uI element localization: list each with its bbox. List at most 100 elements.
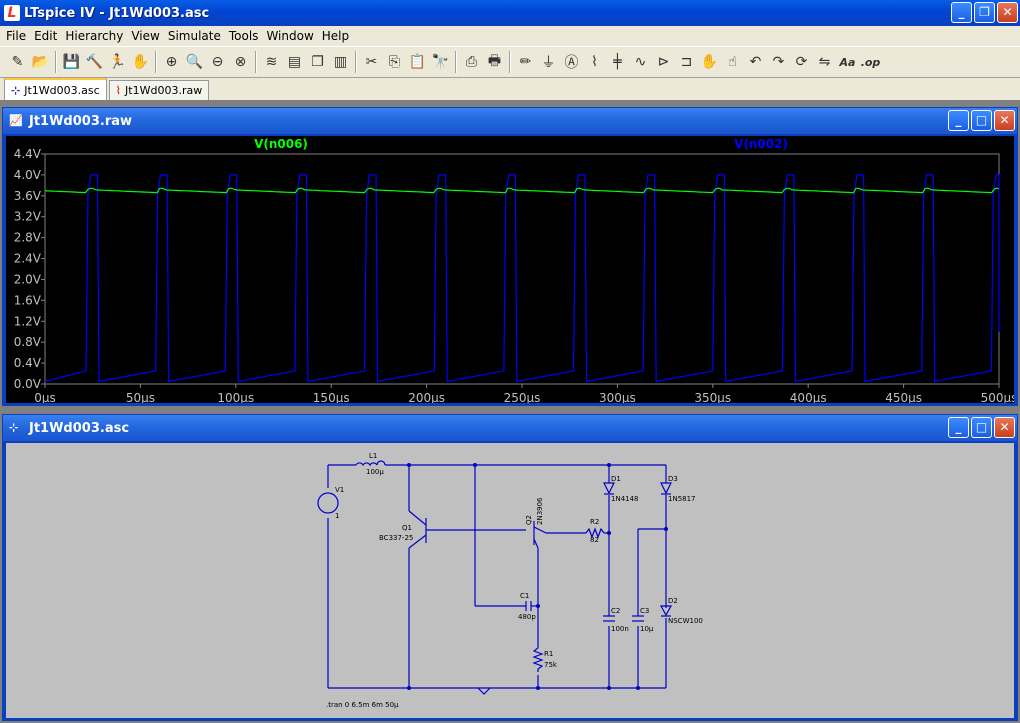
menu-help[interactable]: Help bbox=[321, 29, 350, 43]
component-name: D2 bbox=[668, 597, 678, 605]
ground-icon[interactable]: ⏚ bbox=[541, 55, 556, 71]
autorange-icon[interactable]: ≋ bbox=[265, 54, 278, 70]
trace-v-n002[interactable] bbox=[44, 174, 1000, 383]
y-tick-label: 2.0V bbox=[14, 272, 42, 286]
run-icon[interactable]: ✎ bbox=[11, 54, 24, 70]
component-value: 10µ bbox=[640, 625, 654, 633]
print-setup-icon[interactable]: ⎙ bbox=[465, 54, 478, 70]
waveform-minimize-button[interactable]: _ bbox=[948, 110, 969, 131]
text-icon[interactable]: Aa bbox=[839, 55, 856, 69]
inductor-symbol[interactable] bbox=[355, 460, 386, 468]
waveform-window-title: Jt1Wd003.raw bbox=[29, 113, 133, 129]
toolbar-separator bbox=[355, 51, 357, 73]
schematic-window-title: Jt1Wd003.asc bbox=[29, 420, 130, 436]
y-tick-label: 3.6V bbox=[14, 189, 42, 203]
menu-tools[interactable]: Tools bbox=[228, 29, 259, 43]
resistor-symbol[interactable] bbox=[585, 527, 605, 539]
spice-directive[interactable]: .tran 0 6.5m 6m 50µ bbox=[326, 701, 399, 709]
mirror-icon[interactable]: ⇋ bbox=[818, 54, 831, 70]
component-icon[interactable]: ⊐ bbox=[680, 54, 693, 70]
schematic-minimize-button[interactable]: _ bbox=[948, 417, 969, 438]
zoom-out-icon[interactable]: ⊖ bbox=[211, 54, 224, 70]
schematic-window-titlebar[interactable]: ⊹ Jt1Wd003.asc bbox=[3, 415, 1017, 441]
close-button[interactable]: ✕ bbox=[997, 2, 1018, 23]
tile-horizontal-icon[interactable]: ▤ bbox=[287, 54, 302, 70]
rotate-icon[interactable]: ⟳ bbox=[795, 54, 808, 70]
tile-vertical-icon[interactable]: ▥ bbox=[333, 54, 348, 70]
trace-v-n006[interactable] bbox=[44, 187, 1000, 194]
diode-symbol[interactable] bbox=[603, 482, 615, 495]
app-title: LTspice IV - Jt1Wd003.asc bbox=[24, 5, 210, 21]
y-tick-label: 4.4V bbox=[14, 147, 42, 161]
waveform-icon: 📈 bbox=[9, 114, 23, 127]
label-icon[interactable]: Ⓐ bbox=[564, 55, 579, 71]
cascade-icon[interactable]: ❐ bbox=[311, 54, 324, 70]
menu-view[interactable]: View bbox=[131, 29, 160, 43]
schematic-canvas[interactable]: L1 100µ V1 1 Q1 BC337-25 Q2 2N3906 R2 82… bbox=[6, 443, 1014, 718]
cut-icon[interactable]: ✂ bbox=[365, 54, 378, 70]
component-value: NSCW100 bbox=[668, 617, 703, 625]
save-icon[interactable]: 💾 bbox=[62, 54, 81, 70]
tab-schematic[interactable]: ⊹ Jt1Wd003.asc bbox=[4, 78, 107, 100]
redo-icon[interactable]: ↷ bbox=[772, 54, 785, 70]
component-value: BC337-25 bbox=[379, 534, 413, 542]
component-value: 1 bbox=[335, 512, 339, 520]
menu-edit[interactable]: Edit bbox=[34, 29, 58, 43]
menu-simulate[interactable]: Simulate bbox=[167, 29, 221, 43]
halt-icon[interactable]: ✋ bbox=[131, 54, 150, 70]
pan-icon[interactable]: 🔍 bbox=[185, 54, 204, 70]
schematic-drawing[interactable]: L1 100µ V1 1 Q1 BC337-25 Q2 2N3906 R2 82… bbox=[6, 443, 1014, 718]
resistor-symbol[interactable] bbox=[532, 647, 544, 672]
trace-label-v-n006[interactable]: V(n006) bbox=[254, 137, 308, 151]
schematic-close-button[interactable]: ✕ bbox=[994, 417, 1015, 438]
diode-symbol[interactable] bbox=[660, 482, 672, 495]
restore-button[interactable]: ❐ bbox=[974, 2, 995, 23]
drag-icon[interactable]: ☝ bbox=[728, 54, 737, 70]
tab-label: Jt1Wd003.asc bbox=[24, 83, 100, 97]
spice-directive-icon[interactable]: .op bbox=[860, 55, 881, 69]
component-name: Q2 bbox=[525, 515, 533, 525]
voltage-source-symbol[interactable] bbox=[317, 492, 339, 514]
minimize-button[interactable]: _ bbox=[951, 2, 972, 23]
zoom-in-icon[interactable]: ⊕ bbox=[165, 54, 178, 70]
run-sim-icon[interactable]: 🏃 bbox=[108, 54, 127, 70]
x-tick-label: 50µs bbox=[126, 391, 155, 403]
resistor-icon[interactable]: ⌇ bbox=[591, 54, 598, 70]
y-tick-label: 3.2V bbox=[14, 210, 42, 224]
trace-label-v-n002[interactable]: V(n002) bbox=[734, 137, 788, 151]
component-name: Q1 bbox=[402, 524, 412, 532]
paste-icon[interactable]: 📋 bbox=[408, 54, 427, 70]
open-icon[interactable]: 📂 bbox=[31, 54, 50, 70]
led-symbol[interactable] bbox=[659, 605, 673, 617]
x-tick-label: 500µs bbox=[981, 391, 1014, 403]
waveform-chart[interactable]: 4.4V4.0V3.6V3.2V2.8V2.4V2.0V1.6V1.2V0.8V… bbox=[6, 136, 1018, 405]
diode-icon[interactable]: ⊳ bbox=[657, 54, 670, 70]
x-tick-label: 200µs bbox=[408, 391, 445, 403]
tab-waveform[interactable]: ⌇ Jt1Wd003.raw bbox=[108, 80, 210, 100]
waveform-maximize-button[interactable]: □ bbox=[971, 110, 992, 131]
find-icon[interactable]: 🔭 bbox=[431, 54, 450, 70]
waveform-close-button[interactable]: ✕ bbox=[994, 110, 1015, 131]
waveform-window-titlebar[interactable]: 📈 Jt1Wd003.raw bbox=[3, 108, 1017, 134]
document-tabs: ⊹ Jt1Wd003.asc ⌇ Jt1Wd003.raw bbox=[0, 78, 1020, 100]
toolbar-separator bbox=[155, 51, 157, 73]
move-icon[interactable]: ✋ bbox=[700, 54, 719, 70]
control-panel-icon[interactable]: 🔨 bbox=[85, 54, 104, 70]
ground-symbol[interactable] bbox=[477, 687, 491, 695]
component-value: 100n bbox=[611, 625, 629, 633]
zoom-cancel-icon[interactable]: ⊗ bbox=[234, 54, 247, 70]
schematic-maximize-button[interactable]: □ bbox=[971, 417, 992, 438]
menu-window[interactable]: Window bbox=[266, 29, 314, 43]
component-name: R1 bbox=[544, 650, 553, 658]
wire-icon[interactable]: ✏ bbox=[519, 54, 532, 70]
tab-label: Jt1Wd003.raw bbox=[125, 84, 203, 97]
menu-hierarchy[interactable]: Hierarchy bbox=[65, 29, 124, 43]
inductor-icon[interactable]: ∿ bbox=[634, 54, 647, 70]
undo-icon[interactable]: ↶ bbox=[749, 54, 762, 70]
copy-icon[interactable]: ⎘ bbox=[388, 54, 401, 70]
print-icon[interactable]: 🖶 bbox=[487, 53, 502, 69]
menu-file[interactable]: File bbox=[6, 29, 27, 43]
capacitor-icon[interactable]: ╪ bbox=[613, 54, 622, 70]
